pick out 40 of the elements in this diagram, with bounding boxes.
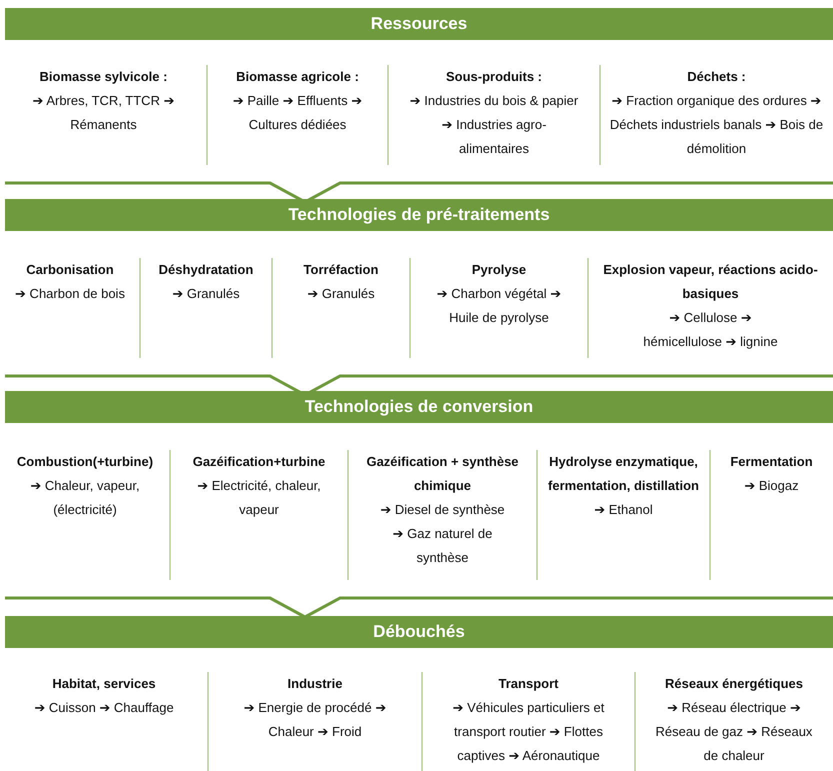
item-list: ➔ Granulés <box>144 282 268 306</box>
item-list: ➔ Biogaz <box>714 474 829 498</box>
item-list: ➔ Cellulose ➔ hémicellulose ➔ lignine <box>636 306 786 354</box>
column-heading: Industrie <box>286 675 344 693</box>
column-heading: Habitat, services <box>51 675 157 693</box>
column-heading: Biomasse sylvicole : <box>38 68 168 86</box>
column-heading: Combustion(+turbine) <box>16 453 154 471</box>
item-list: ➔ Energie de procédé ➔ Chaleur ➔ Froid <box>225 696 405 744</box>
section-header: Technologies de conversion <box>5 391 833 423</box>
column-heading: Fermentation <box>729 453 814 471</box>
item-list: ➔ Charbon de bois <box>4 282 136 306</box>
item-list: ➔ Paille ➔ Effluents ➔ Cultures dédiées <box>222 89 372 137</box>
section-header: Technologies de pré-traitements <box>5 199 833 231</box>
column-heading: Explosion vapeur, réactions acido-basiques <box>602 261 819 303</box>
column-heading: Hydrolyse enzymatique, fermentation, distillation <box>547 453 700 495</box>
column-heading: Carbonisation <box>25 261 115 279</box>
item-list: ➔ Chaleur, vapeur, (électricité) <box>20 474 150 522</box>
item-list: ➔ Electricité, chaleur, vapeur <box>184 474 334 522</box>
column-heading: Gazéification + synthèse chimique <box>365 453 520 495</box>
column-heading: Déshydratation <box>158 261 254 279</box>
item-list: ➔ Ethanol <box>558 498 688 522</box>
section-header: Ressources <box>5 8 833 40</box>
section-header: Débouchés <box>5 616 833 648</box>
item-list: ➔ Véhicules particuliers et transport routier ➔ Flottes captives ➔ Aéronautique <box>441 696 616 768</box>
column-heading: Pyrolyse <box>470 261 528 279</box>
item-list: ➔ Industries du bois & papier ➔ Industries agro-alimentaires <box>409 89 579 161</box>
column-heading: Sous-produits : <box>444 68 544 86</box>
column-heading: Gazéification+turbine <box>192 453 326 471</box>
item-list: ➔ Réseau électrique ➔ Réseau de gaz ➔ Réseaux de chaleur <box>654 696 814 768</box>
item-list: ➔ Fraction organique des ordures ➔ Déchets industriels banals ➔ Bois de démolition <box>604 89 829 161</box>
item-list: ➔ Granulés <box>276 282 406 306</box>
item-list: ➔ Charbon végétal ➔ Huile de pyrolyse <box>429 282 569 330</box>
item-list: ➔ Cuisson ➔ Chauffage <box>4 696 204 720</box>
column-heading: Torréfaction <box>302 261 380 279</box>
column-heading: Déchets : <box>686 68 747 86</box>
column-heading: Biomasse agricole : <box>235 68 360 86</box>
column-heading: Réseaux énergétiques <box>664 675 804 693</box>
item-list: ➔ Arbres, TCR, TTCR ➔ Rémanents <box>28 89 178 137</box>
column-heading: Transport <box>498 675 560 693</box>
item-list: ➔ Diesel de synthèse ➔ Gaz naturel de synthèse <box>378 498 508 570</box>
